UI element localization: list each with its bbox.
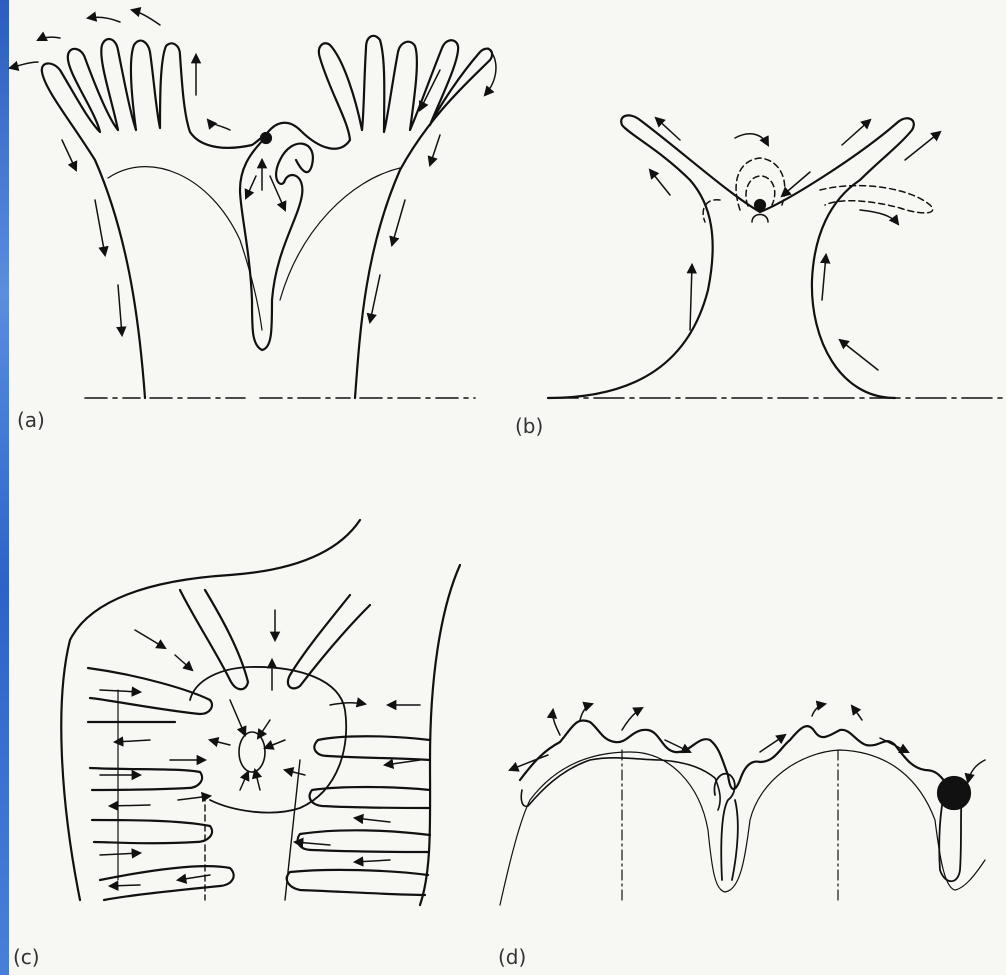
septum xyxy=(100,866,234,900)
arrow xyxy=(822,255,826,300)
dashed-loop xyxy=(820,186,933,213)
arrow xyxy=(240,772,248,790)
septum xyxy=(285,760,300,900)
panel-a-left-lobe xyxy=(42,39,266,398)
arrow xyxy=(10,62,38,68)
arrow xyxy=(880,738,908,752)
panel-d-dark-bulb xyxy=(938,777,970,809)
arrow xyxy=(246,176,256,198)
panel-b xyxy=(548,115,1006,398)
panel-d xyxy=(500,704,985,905)
arrow xyxy=(355,860,390,862)
arrow xyxy=(650,170,670,195)
septum xyxy=(298,830,430,852)
panel-c-left-septa xyxy=(88,668,234,900)
arrow xyxy=(255,770,260,790)
arrow xyxy=(622,708,642,730)
panel-c xyxy=(61,520,460,905)
panel-b-center-notch xyxy=(752,215,768,223)
arrow xyxy=(208,120,230,130)
arrow xyxy=(553,710,560,735)
panel-label-c: (c) xyxy=(13,945,40,969)
arrow xyxy=(735,134,768,145)
septum xyxy=(92,820,212,843)
panel-b-node xyxy=(755,200,765,210)
septum xyxy=(314,736,430,760)
panel-c-tube-right xyxy=(288,595,370,688)
arrow xyxy=(118,285,122,335)
panel-b-right-wall xyxy=(760,118,914,398)
panel-a-inner-line-left xyxy=(108,167,262,330)
panel-b-left-wall xyxy=(548,115,760,398)
arrow xyxy=(656,118,680,140)
arrow xyxy=(110,805,150,806)
panel-label-a: (a) xyxy=(17,408,45,432)
arrow xyxy=(132,10,160,25)
arrow xyxy=(430,135,440,165)
arrow xyxy=(392,200,405,245)
septum xyxy=(287,870,428,895)
panel-a-right-lobe xyxy=(268,36,492,398)
arrow xyxy=(100,853,140,855)
arrow xyxy=(88,17,120,22)
panel-d-tissue-lower xyxy=(521,758,720,810)
arrow xyxy=(580,704,592,720)
arrow xyxy=(230,700,245,735)
arrow xyxy=(840,340,878,370)
panel-c-center-oval xyxy=(239,732,265,772)
panel-d-arrows xyxy=(510,704,985,782)
arrow xyxy=(860,210,898,224)
panel-b-dashed-loops xyxy=(703,158,933,222)
arrow xyxy=(38,37,60,40)
panel-label-b: (b) xyxy=(515,414,543,438)
arrow xyxy=(265,740,285,748)
arrow xyxy=(690,265,692,330)
arrow xyxy=(385,760,420,765)
arrow xyxy=(330,703,365,705)
arrow xyxy=(258,720,270,738)
panel-a xyxy=(10,10,496,398)
arrow xyxy=(115,740,150,742)
septum xyxy=(90,768,202,790)
panel-c-arrows xyxy=(100,610,420,886)
arrow xyxy=(95,200,105,255)
arrow xyxy=(355,818,390,822)
arrow xyxy=(852,706,862,720)
arrow xyxy=(370,275,380,322)
panel-a-central-bud xyxy=(240,137,313,350)
arrow xyxy=(110,885,140,886)
septum xyxy=(310,787,430,808)
panel-d-center-polyp xyxy=(714,774,737,880)
panel-c-right-outline xyxy=(420,565,460,905)
panel-a-node xyxy=(261,133,271,143)
arrow xyxy=(175,655,192,670)
arrow xyxy=(135,630,165,648)
arrow xyxy=(905,132,940,160)
arrow xyxy=(62,140,76,170)
arrow xyxy=(968,760,985,782)
panel-label-d: (d) xyxy=(498,945,526,969)
arrow xyxy=(485,48,496,95)
panel-b-arrows xyxy=(650,118,940,370)
arrow xyxy=(285,770,305,775)
arrow xyxy=(210,740,230,745)
arrow xyxy=(812,704,825,716)
panel-a-inner-line-right xyxy=(280,168,400,300)
arrow xyxy=(100,690,140,692)
arrow xyxy=(842,120,870,145)
